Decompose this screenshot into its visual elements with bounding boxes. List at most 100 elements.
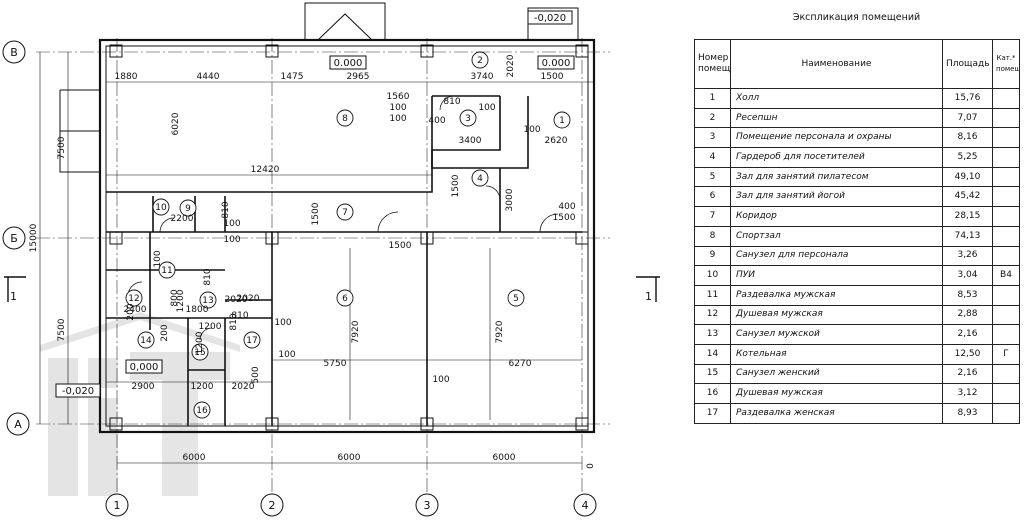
dimension-text: 2200 — [171, 214, 194, 224]
cell-num: 10 — [694, 265, 731, 286]
cell-cat — [992, 127, 1020, 149]
cell-area: 8,53 — [942, 284, 993, 306]
svg-text:16: 16 — [196, 406, 208, 416]
axis-bubble-4: 4 — [573, 493, 597, 517]
cell-cat — [992, 363, 1020, 385]
cell-cat — [992, 225, 1020, 247]
cell-cat — [992, 245, 1020, 267]
room-marker-4: 4 — [471, 169, 489, 187]
svg-text:4: 4 — [582, 499, 589, 512]
cell-num: 1 — [694, 88, 731, 109]
dimension-text: 2900 — [132, 382, 155, 392]
dimension-text: 1475 — [281, 72, 304, 82]
dimension-text: 2020 — [506, 54, 516, 77]
cell-cat: В4 — [992, 265, 1020, 286]
dimension-text: 100 — [432, 375, 449, 385]
cell-cat — [992, 186, 1020, 208]
cell-name: Котельная — [730, 343, 943, 365]
dimension-text: 7500 — [57, 136, 67, 159]
cell-num: 4 — [694, 147, 731, 168]
dimension-text: 1500 — [389, 241, 412, 251]
dimension-text: 1560 — [387, 92, 410, 102]
cell-area: 2,16 — [942, 324, 993, 345]
svg-text:15: 15 — [194, 348, 205, 358]
dimension-text: 1200 — [199, 322, 222, 332]
cell-name: Холл — [730, 88, 943, 109]
header-room-number: Номер помещения — [694, 39, 731, 89]
dimension-text: 400 — [558, 202, 575, 212]
cell-num: 7 — [694, 206, 731, 227]
cell-num: 13 — [694, 324, 731, 345]
entrance-canopies — [59, 2, 579, 173]
room-marker-15: 15 — [191, 343, 209, 361]
svg-text:2: 2 — [269, 499, 276, 512]
dimension-text: 100 — [478, 103, 495, 113]
svg-text:2: 2 — [477, 56, 483, 66]
room-marker-1: 1 — [553, 111, 571, 129]
dimension-text: 810 — [231, 311, 248, 321]
dimension-text: 200 — [126, 303, 136, 320]
dimension-text: 100 — [223, 219, 240, 229]
cell-num: 17 — [694, 403, 731, 424]
cell-cat — [992, 107, 1020, 129]
header-room-area: Площадь — [942, 39, 993, 89]
cell-name: Гардероб для посетителей — [730, 147, 943, 168]
svg-text:В: В — [10, 46, 18, 59]
svg-text:-0,020: -0,020 — [534, 13, 566, 24]
header-room-name: Наименование — [730, 39, 943, 89]
cell-area: 49,10 — [942, 166, 993, 188]
room-marker-5: 5 — [507, 289, 525, 307]
room-marker-8: 8 — [336, 109, 354, 127]
svg-text:7: 7 — [342, 208, 348, 218]
room-marker-7: 7 — [336, 203, 354, 221]
room-marker-12: 12 — [125, 289, 143, 307]
dimension-text: 7920 — [495, 320, 505, 343]
room-marker-3: 3 — [459, 109, 477, 127]
cell-num: 12 — [694, 304, 731, 326]
svg-text:0.000: 0.000 — [334, 58, 363, 69]
cell-name: Раздевалка мужская — [730, 284, 943, 306]
cell-cat — [992, 166, 1020, 188]
dimension-text: 1500 — [541, 72, 564, 82]
dimension-text: 1500 — [311, 202, 321, 225]
svg-text:5: 5 — [513, 294, 519, 304]
cell-area: 3,04 — [942, 265, 993, 286]
cell-name: Душевая мужская — [730, 304, 943, 326]
cell-area: 15,76 — [942, 88, 993, 109]
dimension-text: 1200 — [191, 382, 214, 392]
axis-bubble-1: 1 — [105, 493, 129, 517]
svg-text:1: 1 — [114, 499, 121, 512]
dimension-text: 1200 — [176, 289, 186, 312]
svg-text:6: 6 — [342, 294, 348, 304]
floor-plan-drawing: 1 1 В Б А 1 2 3 4 0.000 0.000 -0,020 — [2, 2, 660, 517]
cell-cat — [992, 324, 1020, 345]
cell-name: Зал для занятий пилатесом — [730, 166, 943, 188]
cell-num: 16 — [694, 383, 731, 404]
dimension-text: 7920 — [351, 320, 361, 343]
cell-area: 28,15 — [942, 206, 993, 227]
dimension-text: 100 — [274, 318, 291, 328]
dimension-text: 1800 — [186, 305, 209, 315]
dimension-text: 12420 — [251, 165, 280, 175]
door-swings — [127, 95, 559, 341]
dimension-text: 5750 — [324, 359, 347, 369]
dimension-text: 800 — [170, 289, 180, 306]
cell-num: 14 — [694, 343, 731, 365]
dimension-text: 1880 — [115, 72, 138, 82]
dimension-text: 810 — [203, 268, 213, 285]
dimension-text: 7500 — [57, 318, 67, 341]
cell-cat — [992, 206, 1020, 227]
cell-num: 2 — [694, 107, 731, 129]
level-mark-entrance-top: -0,020 — [527, 10, 573, 25]
watermark-logo — [40, 312, 240, 496]
